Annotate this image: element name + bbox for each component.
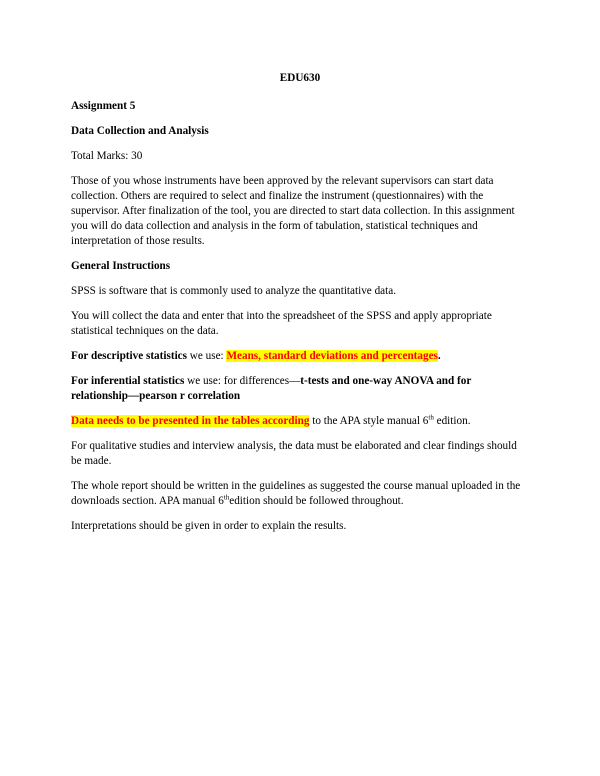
intro-paragraph: Those of you whose instruments have been… [71, 175, 515, 247]
collect-paragraph: You will collect the data and enter that… [71, 310, 492, 337]
course-code-title: EDU630 [279, 72, 321, 84]
inferential-tests: t-tests and one-way ANOVA and for relati… [71, 375, 472, 402]
descriptive-end: . [437, 350, 441, 362]
inferential-label: For inferential statistics [71, 375, 185, 387]
interpretations-paragraph: Interpretations should be given in order… [71, 520, 347, 532]
spss-paragraph: SPSS is software that is commonly used t… [71, 285, 397, 297]
apa-rest: to the APA style manual 6 [309, 415, 429, 427]
apa-highlight: Data needs to be presented in the tables… [71, 415, 310, 427]
assignment-heading: Assignment 5 [71, 100, 136, 112]
apa-superscript: th [428, 413, 434, 422]
report-end: edition should be followed throughout. [229, 495, 404, 507]
qualitative-paragraph: For qualitative studies and interview an… [71, 440, 517, 467]
apa-end: edition. [433, 415, 471, 427]
document-body: EDU630 Assignment 5 Data Collection and … [71, 71, 529, 544]
descriptive-statistics-paragraph: For descriptive statistics we use: Means… [71, 349, 529, 364]
apa-tables-paragraph: Data needs to be presented in the tables… [71, 414, 529, 429]
report-superscript: th [223, 493, 230, 502]
general-instructions-heading: General Instructions [71, 260, 171, 272]
descriptive-label: For descriptive statistics [71, 350, 187, 362]
report-start: The whole report should be written in th… [71, 480, 521, 507]
topic-heading: Data Collection and Analysis [71, 125, 209, 137]
descriptive-highlight: Means, standard deviations and percentag… [226, 350, 438, 362]
descriptive-mid: we use: [187, 350, 227, 362]
report-paragraph: The whole report should be written in th… [71, 479, 529, 509]
inferential-statistics-paragraph: For inferential statistics we use: for d… [71, 374, 529, 404]
total-marks: Total Marks: 30 [71, 150, 143, 162]
inferential-mid: we use: for differences— [184, 375, 301, 387]
